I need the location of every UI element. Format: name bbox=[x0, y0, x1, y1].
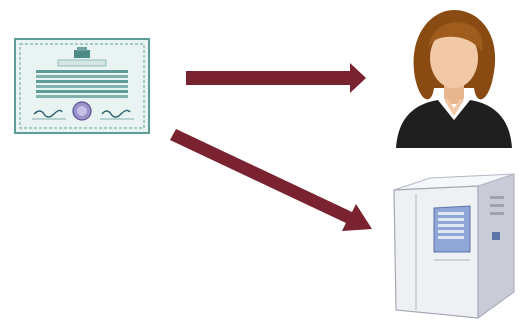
arrow-to-person bbox=[186, 63, 366, 93]
arrow-to-server bbox=[170, 129, 372, 231]
person-icon bbox=[388, 8, 520, 148]
server-icon bbox=[382, 172, 522, 320]
certificate-icon bbox=[14, 38, 150, 134]
